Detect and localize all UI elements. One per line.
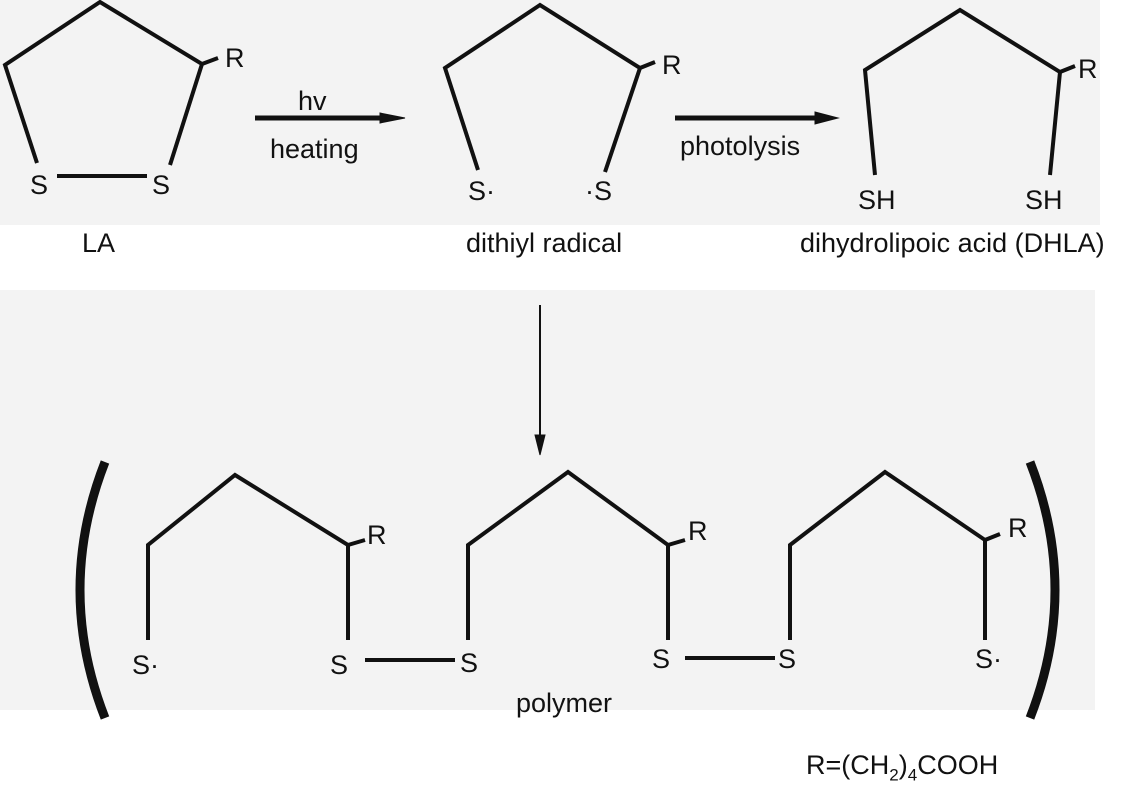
atom-s: S	[330, 650, 349, 680]
atom-s: S	[152, 170, 171, 200]
polymer-unit-1	[146, 472, 350, 640]
substituent-r: R	[367, 520, 387, 550]
radical-label: dithiyl radical	[466, 228, 623, 258]
atom-s-radical: S·	[468, 176, 495, 206]
arrow-label-hv: hv	[298, 86, 327, 116]
atom-s: S	[460, 648, 479, 678]
atom-sh: SH	[858, 185, 896, 215]
la-label: LA	[82, 228, 116, 258]
atom-s-radical: S·	[132, 650, 159, 680]
dhla-chain	[862, 7, 1063, 176]
substituent-r: R	[662, 50, 682, 80]
atom-s-radical: S·	[975, 644, 1002, 674]
substituent-r: R	[225, 43, 245, 73]
la-ring	[2, 0, 205, 166]
arrow-label-heating: heating	[270, 134, 359, 164]
atom-sh: SH	[1025, 185, 1063, 215]
polymer-unit-3	[788, 469, 987, 640]
atom-s: S	[652, 644, 671, 674]
radical-ring	[442, 2, 643, 173]
substituent-r: R	[688, 516, 708, 546]
atom-s: S	[778, 644, 797, 674]
polymer-unit-2	[466, 469, 670, 640]
substituent-r: R	[1008, 513, 1028, 543]
right-parenthesis	[1025, 460, 1060, 720]
left-parenthesis	[75, 460, 110, 720]
substituent-r: R	[1078, 54, 1098, 84]
atom-s: S	[30, 170, 49, 200]
r-group-definition: R=(CH2)4COOH	[806, 750, 999, 785]
polymer-label: polymer	[516, 688, 613, 718]
atom-s-radical: ·S	[585, 176, 612, 206]
dhla-label: dihydrolipoic acid (DHLA)	[800, 228, 1105, 258]
arrow-label-photolysis: photolysis	[680, 131, 801, 161]
